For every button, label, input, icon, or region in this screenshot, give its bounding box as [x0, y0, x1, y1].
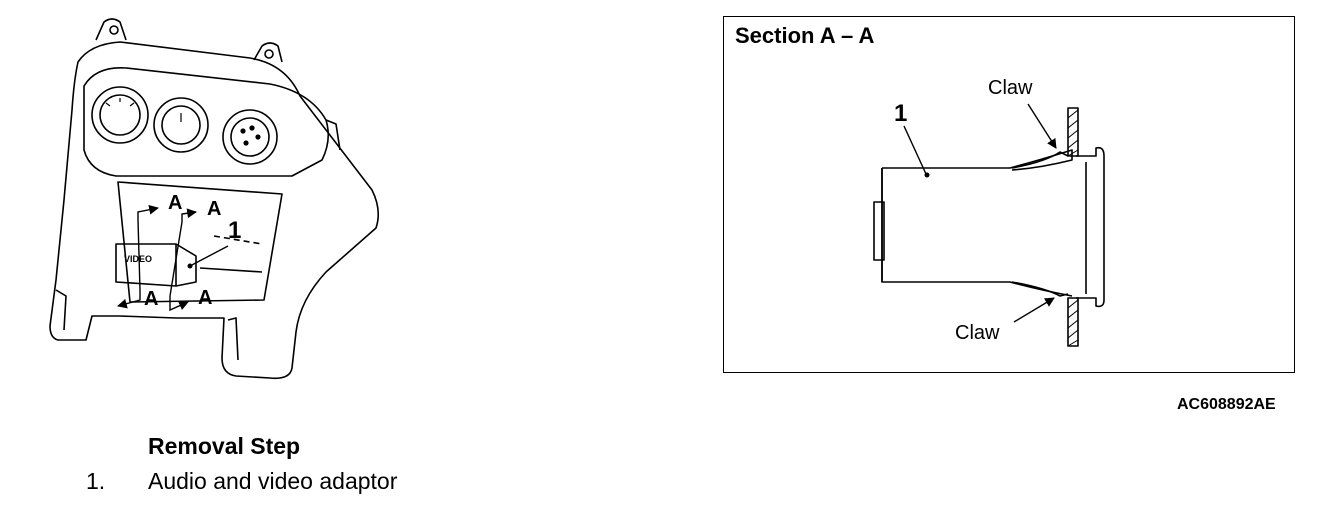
step-number: 1.: [86, 468, 106, 494]
section-mark-a-4: A: [198, 287, 213, 309]
section-mark-a-1: A: [168, 192, 183, 214]
section-mark-a-2: A: [207, 198, 222, 220]
adaptor-video-label: VIDEO: [124, 254, 153, 264]
callout-number-1: 1: [228, 217, 242, 244]
removal-step-heading: Removal Step: [148, 433, 301, 459]
console-illustration: [49, 18, 1105, 380]
figure-id: AC608892AE: [1177, 396, 1276, 413]
step-text: Audio and video adaptor: [148, 468, 398, 494]
claw-label-upper: Claw: [988, 77, 1033, 99]
adaptor-leader-dot: [187, 263, 193, 269]
section-drawing: [873, 107, 1105, 347]
section-mark-a-3: A: [144, 288, 159, 310]
section-a-a-panel: [723, 16, 1295, 373]
section-callout-number-1: 1: [894, 100, 908, 127]
claw-label-lower: Claw: [955, 322, 1000, 344]
section-title: Section A – A: [735, 23, 875, 48]
